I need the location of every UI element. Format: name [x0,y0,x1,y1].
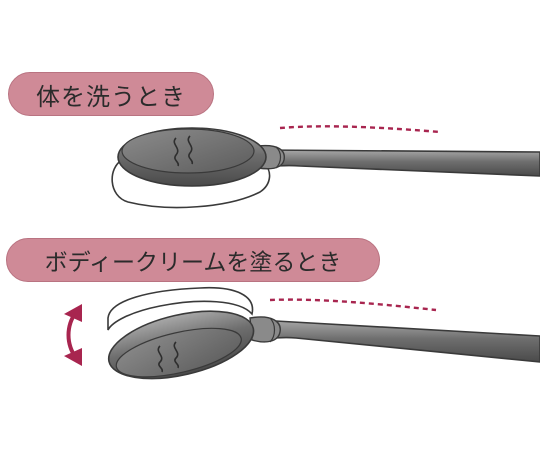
label-applying-cream: ボディークリームを塗るとき [6,238,380,282]
handle [260,149,540,177]
brush-cream-icon [107,286,540,380]
brush-washing-icon [111,125,540,209]
guide-dashed-line [279,125,441,134]
sponge-pad [107,286,254,331]
handle [257,319,540,363]
label-washing-body: 体を洗うとき [8,72,214,116]
double-arrow-icon [64,304,82,366]
guide-dashed-line [269,298,437,312]
